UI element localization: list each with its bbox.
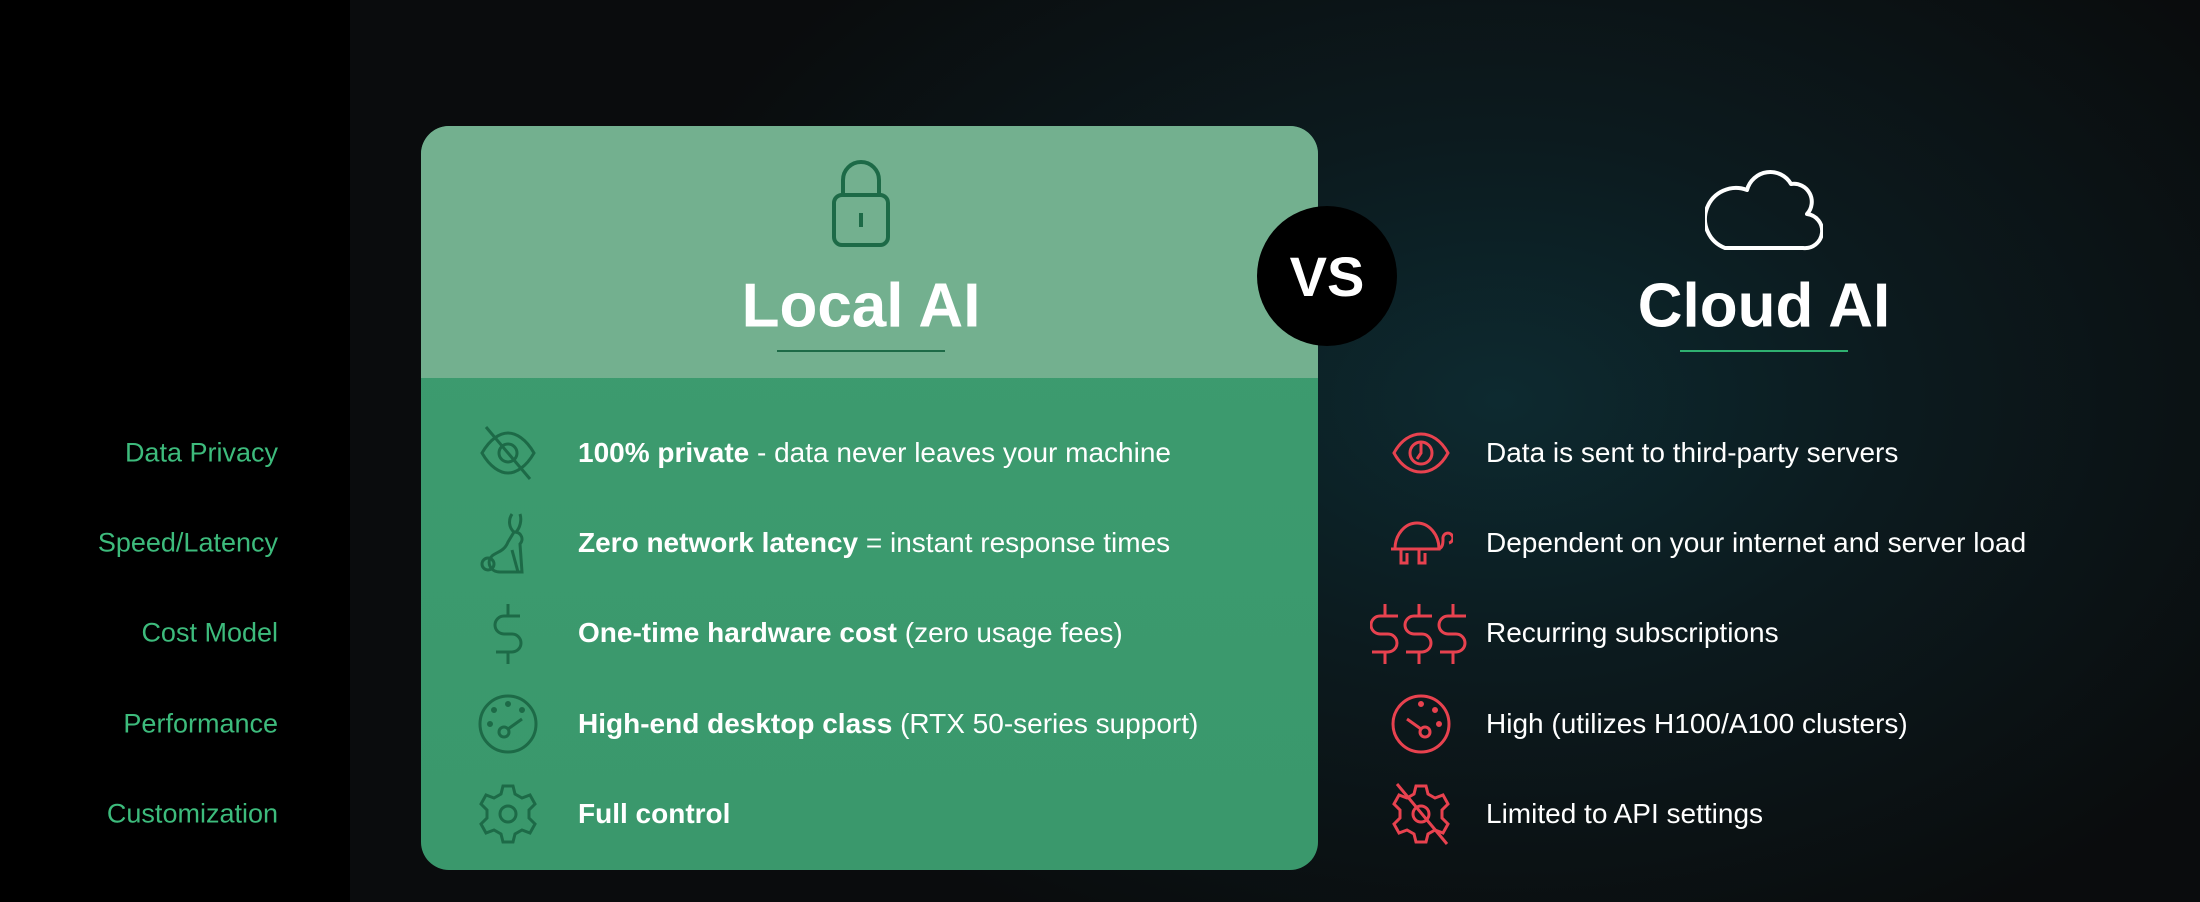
category-label: Speed/Latency	[97, 527, 278, 558]
local-ai-title: Local AI	[741, 271, 981, 341]
cloud-row-text: Limited to API settings	[1486, 798, 1764, 829]
local-row-text: - data never leaves your machine	[749, 437, 1171, 468]
left-panel	[0, 0, 350, 902]
category-label: Customization	[106, 798, 278, 829]
local-row-customization: Full control	[473, 779, 730, 849]
category-label: Cost Model	[141, 617, 278, 648]
local-row-performance: High-end desktop class (RTX 50-series su…	[473, 689, 1198, 759]
cloud-ai-underline	[1680, 350, 1848, 352]
gear-off-icon	[1386, 779, 1456, 849]
vs-badge: VS	[1257, 206, 1397, 346]
local-row-bold: Zero network latency	[578, 527, 859, 558]
cloud-icon	[1705, 170, 1823, 251]
cloud-row-text: Data is sent to third-party servers	[1486, 437, 1899, 468]
category-label: Data Privacy	[124, 437, 278, 468]
local-ai-underline	[777, 350, 945, 352]
cloud-ai-title: Cloud AI	[1637, 271, 1891, 341]
cloud-row-speed: Dependent on your internet and server lo…	[1386, 508, 2026, 578]
gear-icon	[473, 779, 543, 849]
local-row-privacy: 100% private - data never leaves your ma…	[473, 418, 1171, 488]
cloud-row-customization: Limited to API settings	[1386, 779, 1763, 849]
cloud-row-privacy: Data is sent to third-party servers	[1386, 418, 1898, 488]
eye-icon	[1386, 418, 1456, 488]
lock-icon	[832, 160, 890, 247]
local-row-cost: One-time hardware cost (zero usage fees)	[473, 598, 1123, 668]
turtle-icon	[1386, 508, 1456, 578]
triple-dollar-icon	[1370, 598, 1470, 668]
cloud-row-performance: High (utilizes H100/A100 clusters)	[1386, 689, 1908, 759]
cloud-row-text: High (utilizes H100/A100 clusters)	[1486, 708, 1908, 739]
eye-off-icon	[473, 418, 543, 488]
speedometer-icon	[1386, 689, 1456, 759]
local-row-speed: Zero network latency = instant response …	[473, 508, 1170, 578]
local-row-text: (zero usage fees)	[896, 617, 1123, 648]
category-label: Performance	[123, 708, 278, 739]
local-row-bold: One-time hardware cost	[578, 617, 897, 648]
local-row-text: (RTX 50-series support)	[892, 708, 1199, 739]
cloud-row-cost: Recurring subscriptions	[1370, 598, 1779, 668]
cloud-row-text: Dependent on your internet and server lo…	[1486, 527, 2027, 558]
speedometer-icon	[473, 689, 543, 759]
rabbit-icon	[473, 508, 543, 578]
local-ai-card-header	[421, 126, 1318, 378]
local-row-bold: Full control	[578, 798, 731, 829]
local-row-text: = instant response times	[858, 527, 1171, 558]
local-row-bold: 100% private	[578, 437, 750, 468]
local-row-bold: High-end desktop class	[578, 708, 893, 739]
cloud-row-text: Recurring subscriptions	[1486, 617, 1779, 648]
dollar-icon	[473, 598, 543, 668]
local-ai-card	[421, 126, 1318, 870]
